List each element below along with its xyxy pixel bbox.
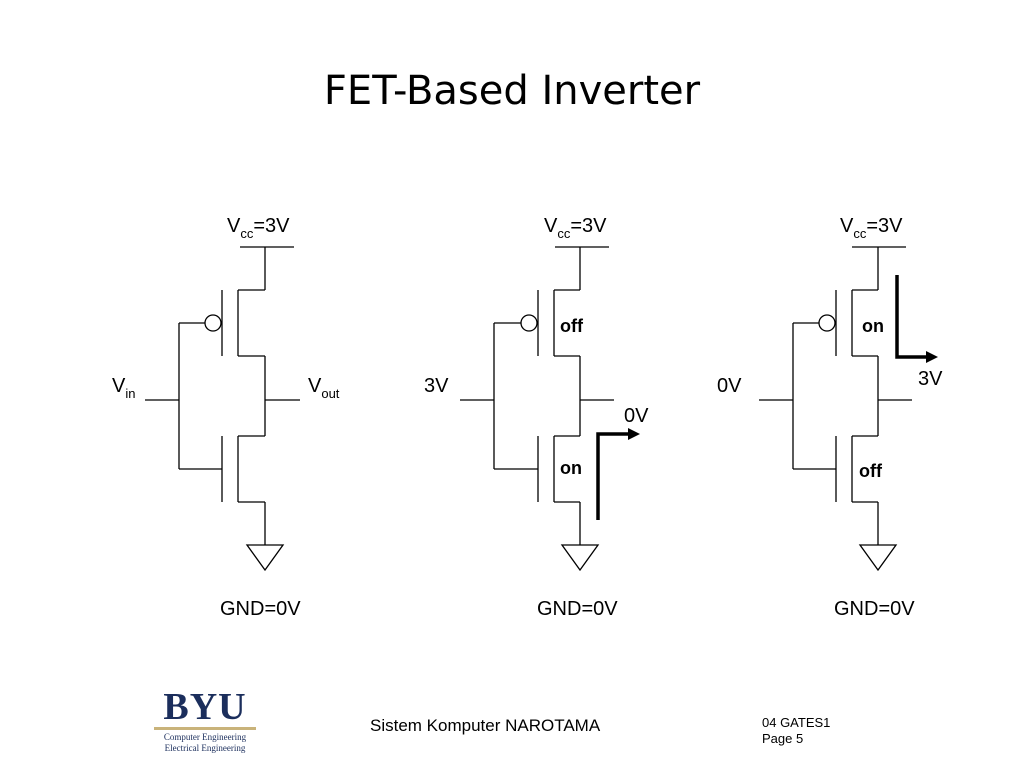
inverter-circuit-input-high: Vcc=3V GND=0V 3V 0V off on	[424, 215, 649, 620]
byu-logo: BYU Computer Engineering Electrical Engi…	[152, 688, 258, 754]
gnd-label: GND=0V	[834, 598, 915, 620]
pmos-gate-bubble	[204, 314, 222, 332]
footer-center-text: Sistem Komputer NAROTAMA	[370, 716, 601, 735]
pmos-gate-bubble	[520, 314, 538, 332]
logo-line-2: Electrical Engineering	[164, 743, 246, 753]
vin-label: Vin	[112, 375, 135, 401]
pmos-transistor	[179, 289, 265, 357]
logo-rule	[154, 727, 256, 730]
gnd-label: GND=0V	[220, 598, 301, 620]
nmos-state-label: off	[859, 461, 883, 481]
pmos-transistor	[494, 289, 580, 357]
slide-title: FET-Based Inverter	[323, 68, 701, 114]
pmos-state-label: on	[862, 316, 884, 336]
output-value-label: 0V	[624, 405, 649, 427]
inverter-diagram: Vcc=3V GND=0V Vin Vout Vcc=3V	[112, 215, 943, 620]
nmos-transistor	[793, 435, 878, 503]
input-value-label: 0V	[717, 375, 742, 397]
nmos-state-label: on	[560, 458, 582, 478]
pmos-transistor	[793, 289, 878, 357]
pmos-state-label: off	[560, 316, 584, 336]
discharge-path-arrow	[596, 428, 640, 520]
logo-wordmark: BYU	[163, 686, 247, 728]
pmos-gate-bubble	[818, 314, 836, 332]
ground-symbol	[858, 544, 898, 572]
input-value-label: 3V	[424, 375, 449, 397]
vout-label: Vout	[308, 375, 340, 401]
vcc-label: Vcc=3V	[840, 215, 903, 241]
inverter-circuit-input-low: Vcc=3V GND=0V 0V 3V on off	[717, 215, 943, 620]
footer-right: 04 GATES1 Page 5	[762, 715, 830, 747]
footer-code: 04 GATES1	[762, 715, 831, 730]
footer-page-number: Page 5	[762, 731, 804, 746]
vcc-label: Vcc=3V	[544, 215, 607, 241]
ground-symbol	[245, 544, 285, 572]
vcc-label: Vcc=3V	[227, 215, 290, 241]
nmos-transistor	[179, 435, 265, 503]
charge-path-arrow	[895, 275, 938, 363]
nmos-transistor	[494, 435, 580, 503]
inverter-circuit-generic: Vcc=3V GND=0V Vin Vout	[112, 215, 340, 620]
logo-line-1: Computer Engineering	[163, 732, 247, 742]
ground-symbol	[560, 544, 600, 572]
output-value-label: 3V	[918, 368, 943, 390]
gnd-label: GND=0V	[537, 598, 618, 620]
